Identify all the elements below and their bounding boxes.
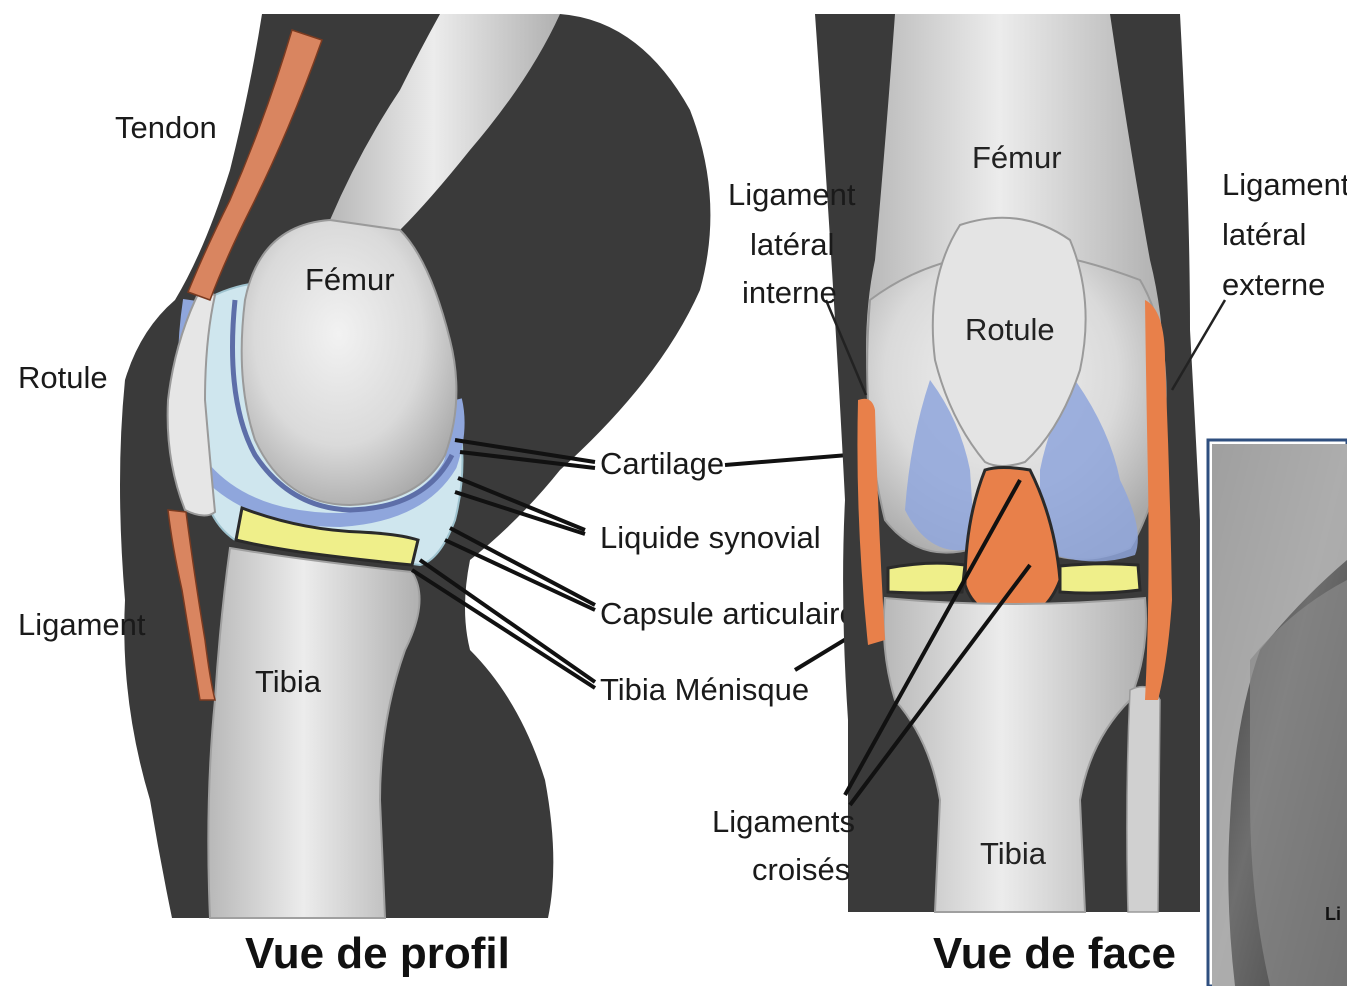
front-label-lig-int-2: latéral: [750, 227, 834, 262]
label-capsule-articulaire: Capsule articulaire: [600, 596, 857, 631]
front-label-tibia: Tibia: [980, 836, 1047, 871]
front-label-lig-ext-2: latéral: [1222, 217, 1306, 252]
front-label-croises-2: croisés: [752, 852, 850, 887]
mri-inset: Li: [1208, 440, 1347, 986]
front-label-rotule: Rotule: [965, 312, 1055, 347]
label-liquide-synovial: Liquide synovial: [600, 520, 821, 555]
front-label-lig-ext-1: Ligament: [1222, 167, 1347, 202]
front-fibula: [1127, 687, 1160, 912]
side-label-femur: Fémur: [305, 262, 395, 297]
front-label-croises-1: Ligaments: [712, 804, 855, 839]
side-view-caption: Vue de profil: [245, 929, 510, 978]
front-meniscus-right: [1060, 564, 1140, 593]
front-label-lig-ext-3: externe: [1222, 267, 1325, 302]
label-tibia-menisque: Tibia Ménisque: [600, 672, 809, 707]
front-meniscus-left: [888, 563, 965, 593]
side-label-ligament: Ligament: [18, 607, 146, 642]
side-label-rotule: Rotule: [18, 360, 108, 395]
front-label-lig-int-1: Ligament: [728, 177, 856, 212]
side-label-tibia: Tibia: [255, 664, 322, 699]
side-view: Tendon Rotule Ligament Fémur Tibia Vue d…: [18, 14, 710, 978]
mri-partial-label: Li: [1325, 904, 1341, 924]
front-label-femur: Fémur: [972, 140, 1062, 175]
pointer-capsule-2: [445, 540, 595, 610]
label-cartilage: Cartilage: [600, 446, 724, 481]
front-label-lig-int-3: interne: [742, 275, 837, 310]
front-view-caption: Vue de face: [933, 929, 1176, 978]
pointer-capsule: [450, 528, 595, 605]
side-label-tendon: Tendon: [115, 110, 217, 145]
